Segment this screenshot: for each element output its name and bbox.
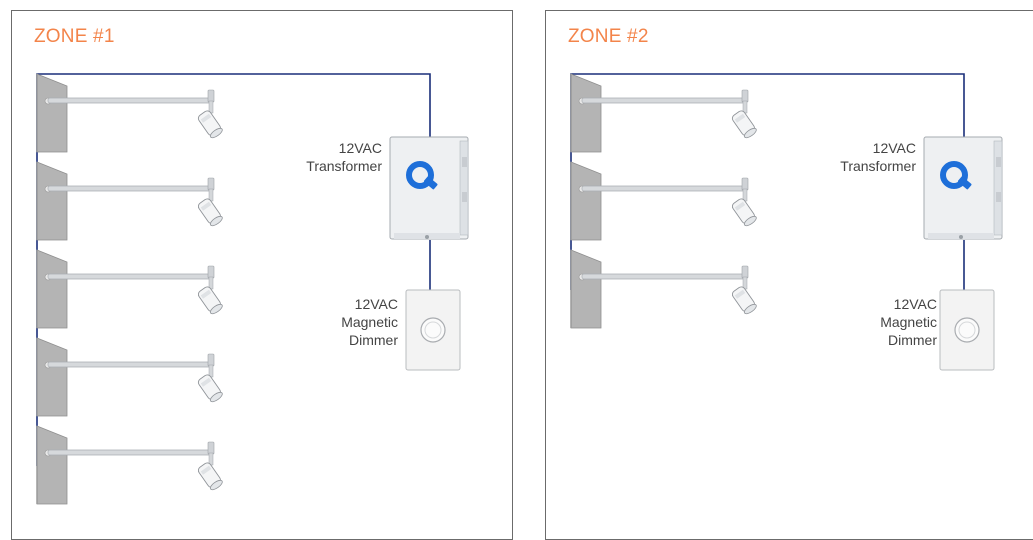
wall-plate	[36, 249, 68, 329]
wall-mount-spotlight-icon	[36, 73, 223, 153]
transformer-body	[923, 136, 1003, 240]
brand-logo-icon	[406, 161, 438, 190]
wall-plate	[36, 337, 68, 417]
wall-plate	[36, 73, 68, 153]
fixture-arm	[47, 449, 214, 456]
zone-2-panel: ZONE #2 12VAC Transformer 12VAC Magnetic…	[545, 10, 1033, 540]
wall-plate	[36, 425, 68, 505]
zone-2-wiring-diagram	[570, 73, 1003, 371]
fixture-arm	[581, 185, 748, 192]
wall-mount-spotlight-icon	[570, 161, 757, 241]
spotlight-head	[197, 374, 223, 403]
wall-plate	[570, 249, 602, 329]
zone-1-transformer-label: 12VAC Transformer	[306, 140, 382, 174]
spotlight-head	[197, 286, 223, 315]
rotary-dimmer-icon	[405, 289, 461, 371]
fixture-arm	[47, 273, 214, 280]
spotlight-head	[197, 462, 223, 491]
zone-2-transformer-label: 12VAC Transformer	[840, 140, 916, 174]
rotary-dimmer-icon	[939, 289, 995, 371]
spotlight-head	[731, 110, 757, 139]
wall-plate	[570, 73, 602, 153]
wall-mount-spotlight-icon	[570, 249, 757, 329]
wall-mount-spotlight-icon	[36, 425, 223, 505]
transformer-box-icon	[923, 136, 1003, 240]
zone-1-title: ZONE #1	[34, 26, 115, 47]
fixture-arm	[47, 185, 214, 192]
brand-logo-icon	[940, 161, 972, 190]
transformer-body	[389, 136, 469, 240]
wiring	[36, 73, 431, 466]
zone-2-dimmer-label: 12VAC Magnetic Dimmer	[880, 296, 937, 348]
wall-plate	[36, 161, 68, 241]
zone-1-dimmer-label: 12VAC Magnetic Dimmer	[341, 296, 398, 348]
spotlight-head	[197, 110, 223, 139]
wall-mount-spotlight-icon	[36, 161, 223, 241]
zone-1-panel: ZONE #1 12VAC Transformer 12VAC Magnetic…	[11, 10, 513, 540]
supply-wire	[570, 73, 965, 290]
spotlight-head	[197, 198, 223, 227]
zone-1-wiring-diagram	[36, 73, 469, 505]
transformer-box-icon	[389, 136, 469, 240]
wall-mount-spotlight-icon	[36, 249, 223, 329]
fixture-arm	[581, 273, 748, 280]
zone-2-title: ZONE #2	[568, 26, 649, 47]
fixture-arm	[47, 361, 214, 368]
spotlight-head	[731, 198, 757, 227]
spotlight-head	[731, 286, 757, 315]
wiring	[570, 73, 965, 290]
fixture-arm	[581, 97, 748, 104]
wall-mount-spotlight-icon	[36, 337, 223, 417]
fixture-arm	[47, 97, 214, 104]
wall-mount-spotlight-icon	[570, 73, 757, 153]
supply-wire	[36, 73, 431, 466]
wall-plate	[570, 161, 602, 241]
